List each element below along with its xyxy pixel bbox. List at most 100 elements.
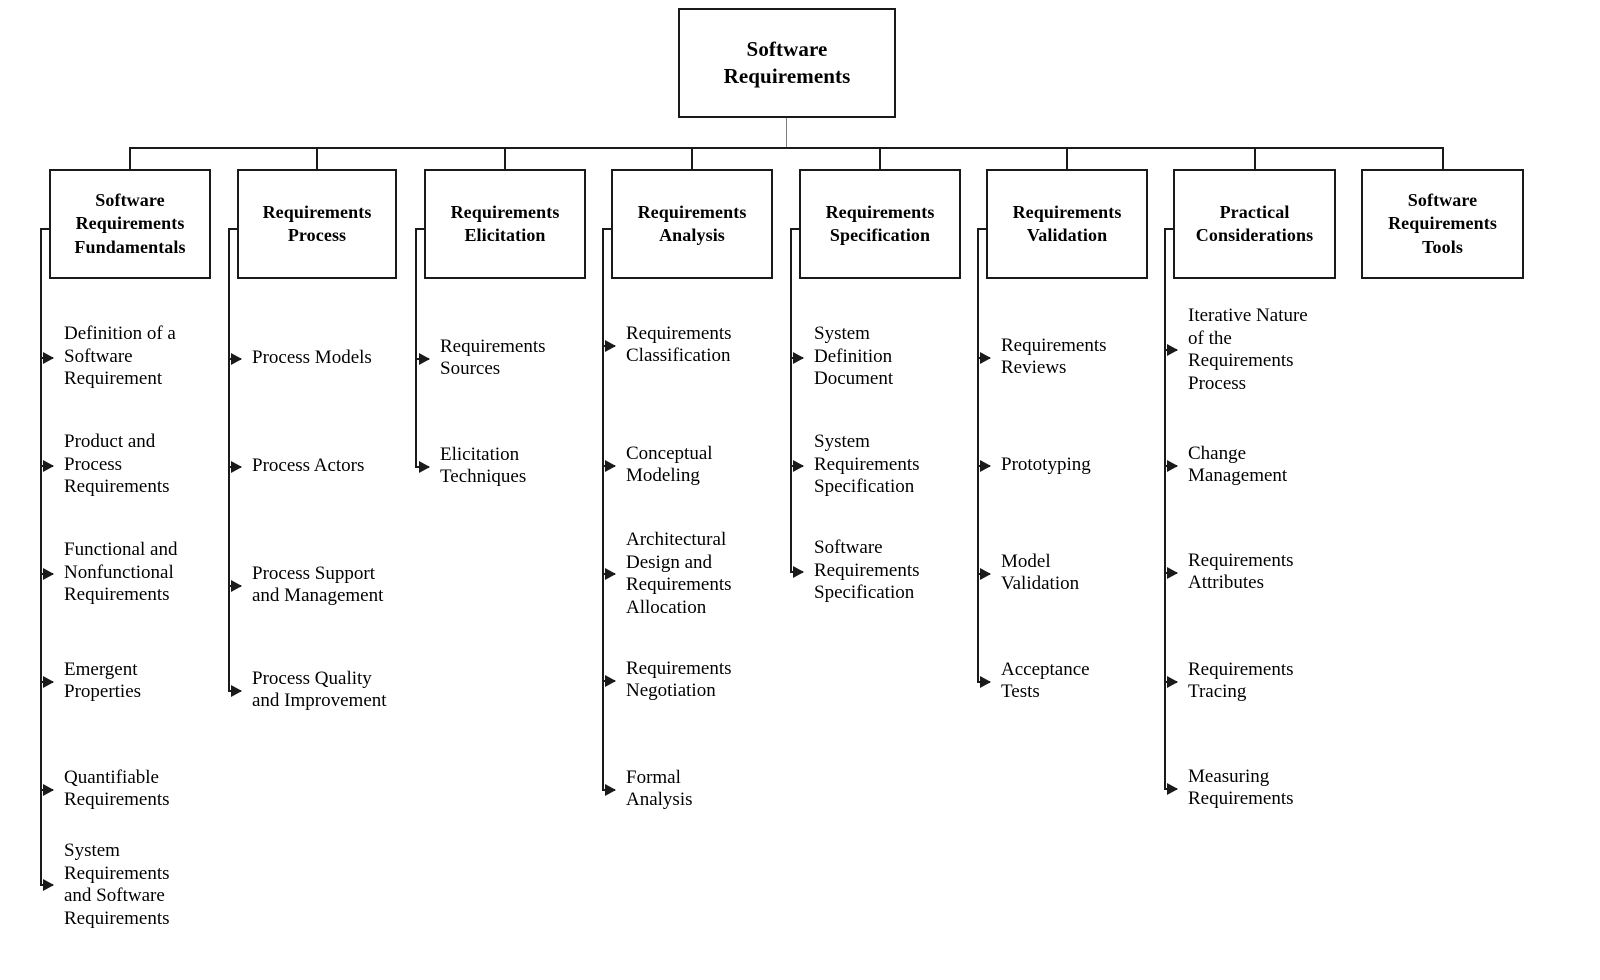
topic-item-fundamentals-2[interactable]: Functional and Nonfunctional Requirement…	[64, 539, 177, 607]
topic-item-label-specification-2: Software Requirements Specification	[814, 537, 920, 604]
category-node-elicitation[interactable]: Requirements Elicitation	[424, 169, 586, 279]
topic-item-label-analysis-2: Architectural Design and Requirements Al…	[626, 529, 732, 618]
topic-spine-specification	[790, 228, 792, 573]
category-node-validation[interactable]: Requirements Validation	[986, 169, 1148, 279]
topic-arrow-analysis-1	[602, 460, 616, 472]
topic-item-analysis-1[interactable]: Conceptual Modeling	[626, 443, 713, 488]
topic-item-label-process-3: Process Quality and Improvement	[252, 667, 387, 712]
topic-spine-validation	[977, 228, 979, 683]
topic-item-validation-3[interactable]: Acceptance Tests	[1001, 659, 1090, 704]
category-node-tools[interactable]: Software Requirements Tools	[1361, 169, 1524, 279]
topic-item-validation-1[interactable]: Prototyping	[1001, 454, 1091, 477]
topic-item-label-fundamentals-4: Quantifiable Requirements	[64, 766, 170, 811]
topic-arrow-process-2	[228, 580, 242, 592]
topic-item-label-validation-3: Acceptance Tests	[1001, 658, 1090, 703]
category-node-label-analysis: Requirements Analysis	[637, 201, 747, 245]
topic-arrow-practical-3	[1164, 676, 1178, 688]
topic-item-process-3[interactable]: Process Quality and Improvement	[252, 668, 387, 713]
topic-item-label-practical-4: Measuring Requirements	[1188, 765, 1294, 810]
category-spine-stub-validation	[977, 228, 986, 230]
category-node-label-elicitation: Requirements Elicitation	[450, 201, 560, 245]
topic-item-practical-2[interactable]: Requirements Attributes	[1188, 550, 1294, 595]
topic-item-practical-3[interactable]: Requirements Tracing	[1188, 659, 1294, 704]
topic-item-label-validation-1: Prototyping	[1001, 453, 1091, 475]
topic-item-practical-1[interactable]: Change Management	[1188, 443, 1287, 488]
topic-item-analysis-4[interactable]: Formal Analysis	[626, 767, 693, 812]
topic-item-label-analysis-3: Requirements Negotiation	[626, 657, 732, 702]
root-node-label: Software Requirements	[723, 37, 851, 88]
topic-arrow-specification-0	[790, 352, 804, 364]
topic-arrow-fundamentals-5	[40, 879, 54, 891]
topic-item-fundamentals-1[interactable]: Product and Process Requirements	[64, 431, 170, 499]
topic-item-label-practical-2: Requirements Attributes	[1188, 549, 1294, 594]
category-node-label-tools: Software Requirements Tools	[1388, 190, 1497, 257]
category-drop-connector-specification	[879, 147, 881, 169]
topic-item-label-fundamentals-0: Definition of a Software Requirement	[64, 323, 176, 390]
topic-arrow-fundamentals-3	[40, 676, 54, 688]
category-drop-connector-practical	[1253, 147, 1256, 169]
category-drop-connector-analysis	[691, 147, 693, 169]
category-node-analysis[interactable]: Requirements Analysis	[611, 169, 773, 279]
topic-arrow-analysis-0	[602, 340, 616, 352]
topic-arrow-process-1	[228, 461, 242, 473]
topic-item-analysis-0[interactable]: Requirements Classification	[626, 323, 732, 368]
category-node-process[interactable]: Requirements Process	[237, 169, 397, 279]
topic-spine-analysis	[602, 228, 604, 791]
topic-item-elicitation-0[interactable]: Requirements Sources	[440, 336, 546, 381]
topic-arrow-analysis-2	[602, 568, 616, 580]
topic-arrow-fundamentals-4	[40, 784, 54, 796]
category-node-label-fundamentals: Software Requirements Fundamentals	[74, 190, 186, 257]
category-node-practical[interactable]: Practical Considerations	[1173, 169, 1336, 279]
topic-arrow-specification-1	[790, 460, 804, 472]
category-bus-connector	[130, 147, 1442, 149]
topic-spine-process	[228, 228, 230, 692]
topic-item-label-validation-0: Requirements Reviews	[1001, 334, 1107, 379]
topic-item-specification-1[interactable]: System Requirements Specification	[814, 431, 920, 499]
topic-arrow-fundamentals-0	[40, 352, 54, 364]
topic-item-label-fundamentals-5: System Requirements and Software Require…	[64, 840, 170, 929]
topic-item-process-2[interactable]: Process Support and Management	[252, 563, 383, 608]
topic-item-analysis-2[interactable]: Architectural Design and Requirements Al…	[626, 529, 732, 619]
category-node-label-practical: Practical Considerations	[1195, 201, 1314, 245]
topic-item-label-process-0: Process Models	[252, 346, 372, 368]
topic-item-specification-0[interactable]: System Definition Document	[814, 323, 893, 391]
category-spine-stub-process	[228, 228, 237, 230]
category-drop-connector-validation	[1066, 147, 1068, 169]
topic-item-fundamentals-0[interactable]: Definition of a Software Requirement	[64, 323, 176, 391]
topic-item-label-practical-3: Requirements Tracing	[1188, 658, 1294, 703]
topic-item-fundamentals-5[interactable]: System Requirements and Software Require…	[64, 840, 170, 930]
category-node-label-validation: Requirements Validation	[1012, 201, 1122, 245]
topic-item-label-specification-1: System Requirements Specification	[814, 431, 920, 498]
topic-item-analysis-3[interactable]: Requirements Negotiation	[626, 658, 732, 703]
topic-spine-elicitation	[415, 228, 417, 468]
topic-arrow-fundamentals-2	[40, 568, 54, 580]
topic-item-validation-2[interactable]: Model Validation	[1001, 551, 1079, 596]
topic-item-fundamentals-4[interactable]: Quantifiable Requirements	[64, 767, 170, 812]
topic-item-specification-2[interactable]: Software Requirements Specification	[814, 537, 920, 605]
category-node-fundamentals[interactable]: Software Requirements Fundamentals	[49, 169, 211, 279]
topic-arrow-specification-2	[790, 566, 804, 578]
topic-item-label-process-2: Process Support and Management	[252, 562, 384, 607]
topic-item-label-fundamentals-1: Product and Process Requirements	[64, 431, 170, 498]
topic-item-label-analysis-0: Requirements Classification	[626, 322, 732, 367]
topic-item-practical-0[interactable]: Iterative Nature of the Requirements Pro…	[1188, 305, 1308, 395]
category-node-label-specification: Requirements Specification	[825, 201, 935, 245]
category-node-specification[interactable]: Requirements Specification	[799, 169, 961, 279]
topic-spine-practical	[1164, 228, 1166, 790]
topic-item-elicitation-1[interactable]: Elicitation Techniques	[440, 444, 526, 489]
topic-item-practical-4[interactable]: Measuring Requirements	[1188, 766, 1294, 811]
topic-item-label-elicitation-1: Elicitation Techniques	[440, 443, 527, 488]
topic-item-process-0[interactable]: Process Models	[252, 347, 372, 370]
topic-arrow-validation-0	[977, 352, 991, 364]
category-drop-connector-elicitation	[504, 147, 506, 169]
topic-item-label-practical-1: Change Management	[1188, 442, 1288, 487]
category-drop-connector-fundamentals	[129, 147, 131, 169]
topic-item-process-1[interactable]: Process Actors	[252, 455, 364, 478]
topic-arrow-validation-2	[977, 568, 991, 580]
topic-arrow-process-3	[228, 685, 242, 697]
topic-item-fundamentals-3[interactable]: Emergent Properties	[64, 659, 141, 704]
root-node-software-requirements[interactable]: Software Requirements	[678, 8, 896, 118]
topic-arrow-elicitation-0	[415, 353, 430, 365]
topic-item-validation-0[interactable]: Requirements Reviews	[1001, 335, 1107, 380]
